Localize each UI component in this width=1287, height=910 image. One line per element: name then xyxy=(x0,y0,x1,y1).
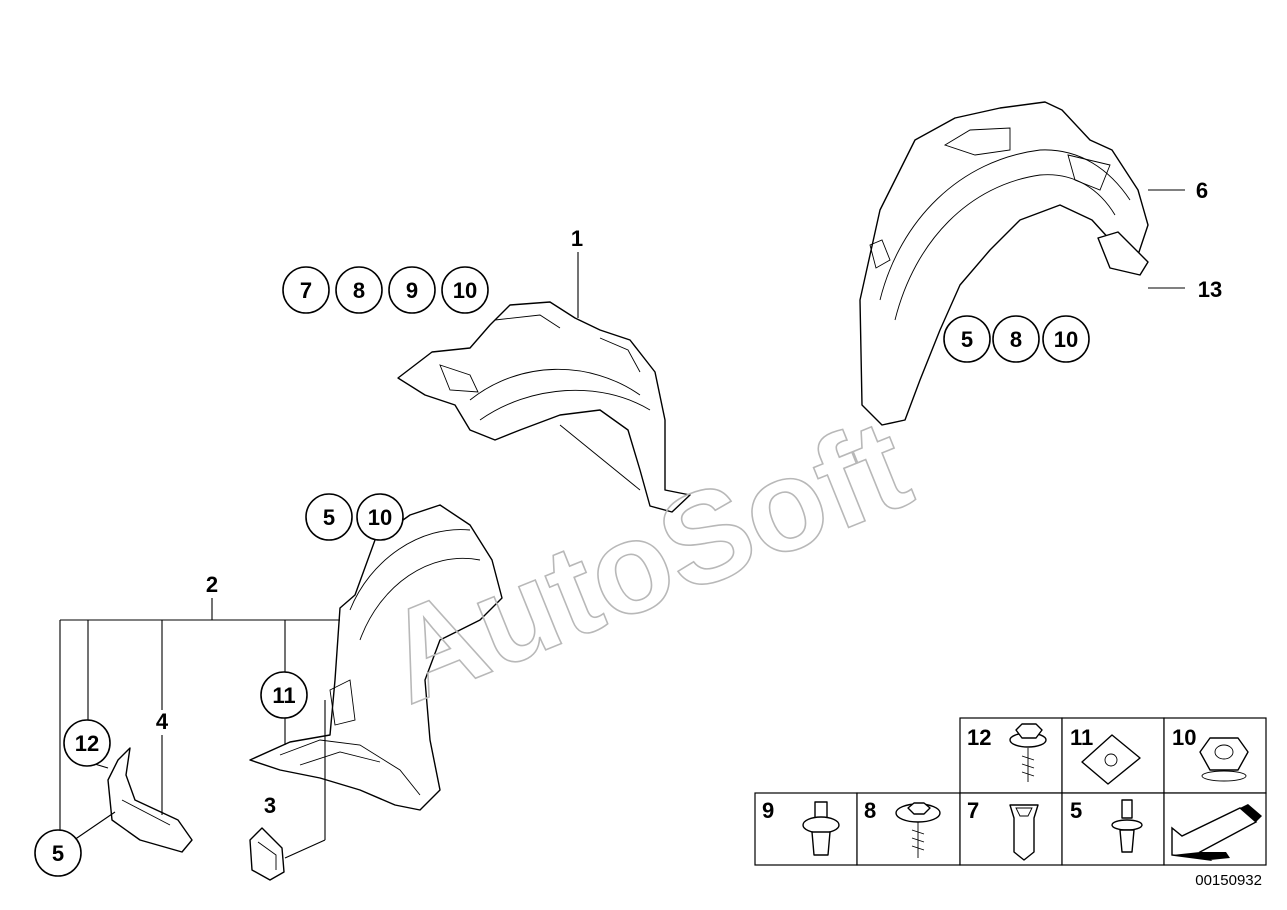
leader-lines xyxy=(59,189,1185,859)
plastic-rivet-icon xyxy=(1111,799,1143,853)
part-4-trim[interactable] xyxy=(107,747,193,853)
table-label-9: 9 xyxy=(762,798,774,823)
callout-11: 11 xyxy=(272,683,295,708)
callout-5-bottom: 5 xyxy=(52,841,64,866)
fastener-table: 12 11 10 9 8 7 5 xyxy=(754,717,1267,866)
label-part-6: 6 xyxy=(1196,178,1208,203)
part-2-wheel-arch-liner[interactable] xyxy=(249,504,503,811)
callout-8: 8 xyxy=(1010,327,1022,352)
callout-10: 10 xyxy=(368,505,392,530)
table-label-7: 7 xyxy=(967,798,979,823)
hex-nut-icon xyxy=(1199,737,1249,782)
callout-8: 8 xyxy=(353,278,365,303)
label-part-13: 13 xyxy=(1198,277,1222,302)
label-part-3: 3 xyxy=(264,793,276,818)
expanding-nut-icon xyxy=(1009,804,1039,861)
part-3-bracket[interactable] xyxy=(249,827,285,881)
clip-nut-icon xyxy=(1081,734,1141,785)
table-label-5: 5 xyxy=(1070,798,1082,823)
callout-7: 7 xyxy=(300,278,312,303)
callout-group-right: 5 8 10 xyxy=(943,315,1090,363)
table-label-8: 8 xyxy=(864,798,876,823)
direction-arrow-icon xyxy=(1171,804,1262,862)
table-label-10: 10 xyxy=(1172,725,1196,750)
part-6-wheel-arch-liner[interactable] xyxy=(859,101,1149,426)
push-rivet-icon xyxy=(802,801,840,856)
part-13-clip[interactable] xyxy=(1097,231,1149,276)
table-label-11: 11 xyxy=(1070,725,1093,750)
label-part-1: 1 xyxy=(571,226,583,251)
table-label-12: 12 xyxy=(967,725,991,750)
label-part-2: 2 xyxy=(206,572,218,597)
hex-bolt-icon xyxy=(1009,723,1047,782)
callout-group-mid: 5 10 xyxy=(305,493,404,541)
callout-9: 9 xyxy=(406,278,418,303)
washer-screw-icon xyxy=(895,802,941,858)
callout-12: 12 xyxy=(75,731,99,756)
callout-5: 5 xyxy=(323,505,335,530)
callout-10: 10 xyxy=(1054,327,1078,352)
callout-group-top: 7 8 9 10 xyxy=(282,266,489,314)
label-part-4: 4 xyxy=(156,709,169,734)
callout-10: 10 xyxy=(453,278,477,303)
part-1-wheel-arch-liner[interactable] xyxy=(397,301,691,513)
diagram-reference-number: 00150932 xyxy=(1195,872,1262,889)
callout-5: 5 xyxy=(961,327,973,352)
